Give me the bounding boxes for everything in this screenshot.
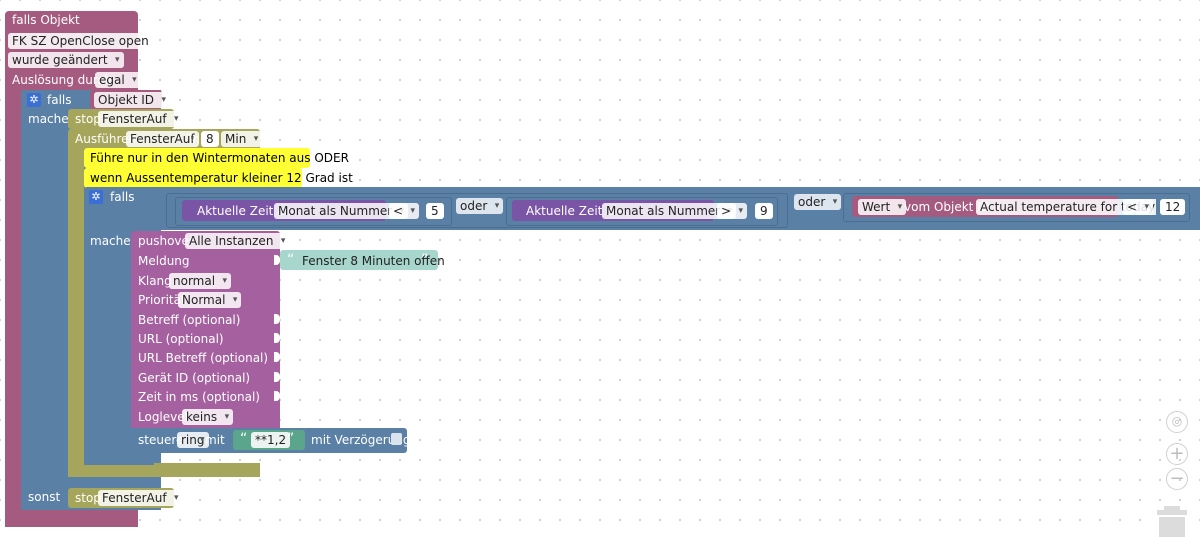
sound-dropdown[interactable]: normal [169,273,232,289]
if-object-label: falls Objekt [12,13,80,27]
device-label: Gerät ID (optional) [138,371,251,385]
timeout-body [68,149,84,463]
timeout-name-dropdown[interactable]: FensterAuf [126,131,199,147]
or-2-dropdown[interactable]: oder [794,194,842,210]
input-socket [274,314,280,324]
do-label: mache [28,112,69,126]
if-label: falls [47,93,72,107]
time-2-label: Aktuelle Zeit als [526,204,624,218]
zoom-out-icon[interactable]: − [1166,468,1188,490]
message-text-field[interactable]: Fenster 8 Minuten offen [302,254,445,268]
trigger-label: Auslösung durch [12,73,112,87]
url-subject-label: URL Betreff (optional) [138,351,269,365]
url-label: URL (optional) [138,332,224,346]
changed-dropdown[interactable]: wurde geändert [8,52,124,68]
timeout-unit-dropdown[interactable]: Min [221,131,263,147]
comment-block-2[interactable] [84,168,302,188]
else-label: sonst [28,490,61,504]
quote-close-icon: ” [287,431,295,447]
if-block-2-body [84,230,131,456]
gear-icon[interactable]: ✲ [89,190,103,204]
pushover-label: pushover [138,234,194,248]
target-icon[interactable]: ◎ [1166,411,1188,433]
stop-label: stop [75,112,101,126]
timeout-value-input[interactable]: 8 [201,131,219,147]
time-1-label: Aktuelle Zeit als [197,204,295,218]
event-block-footer [5,517,138,527]
stop-dropdown[interactable]: FensterAuf [98,111,183,127]
message-text-block[interactable] [280,250,438,270]
quote-open-icon: “ [240,431,248,447]
input-socket [274,352,280,362]
message-label: Meldung [138,254,190,268]
object-id-dropdown[interactable]: Objekt ID [94,92,171,108]
op-3-dropdown[interactable]: < [1123,199,1154,215]
gear-icon[interactable]: ✲ [27,93,41,107]
control-target-dropdown[interactable]: ring [177,432,209,448]
subject-label: Betreff (optional) [138,313,241,327]
control-label: steuere [138,433,184,447]
value-dropdown[interactable]: Wert [858,199,907,215]
stop-2-label: stop [75,491,101,505]
comment-block-1[interactable] [84,148,310,168]
quote-close-icon: ” [421,252,429,268]
loglevel-dropdown[interactable]: keins [182,409,234,425]
zoom-in-icon[interactable]: + [1166,443,1188,465]
timeout-in-label: in [189,132,200,146]
input-socket [274,391,280,401]
num-3-input[interactable]: 12 [1160,199,1186,215]
pushover-instance-dropdown[interactable]: Alle Instanzen [185,233,290,249]
pushover-block[interactable] [131,231,280,428]
or-1-dropdown[interactable]: oder [456,198,504,214]
comment-line-2: wenn Aussentemperatur kleiner 12 Grad is… [90,171,353,185]
timeout-footer [68,463,260,477]
op-2-dropdown[interactable]: > [717,203,748,219]
trigger-dropdown[interactable]: egal [95,72,141,88]
loglevel-label: Loglevel [138,410,188,424]
stop-2-dropdown[interactable]: FensterAuf [98,490,183,506]
comment-line-1: Führe nur in den Wintermonaten aus ODER [90,151,349,165]
control-value-field[interactable]: **1,2 [251,432,291,448]
op-1-dropdown[interactable]: < [389,203,420,219]
num-1-input[interactable]: 5 [426,203,444,219]
do-2-label: mache [90,234,131,248]
time-1-format-dropdown[interactable]: Monat als Nummer [274,203,409,219]
num-2-input[interactable]: 9 [755,203,773,219]
time-ms-label: Zeit in ms (optional) [138,390,260,404]
sound-label: Klang [138,274,172,288]
if-2-label: falls [110,190,135,204]
delay-checkbox[interactable] [391,433,402,445]
priority-label: Priorität [138,293,186,307]
input-socket [274,255,280,265]
object-name-field[interactable]: FK SZ OpenClose open [8,33,153,49]
quote-open-icon: “ [287,252,295,268]
priority-dropdown[interactable]: Normal [178,292,242,308]
control-with-label: mit [205,433,225,447]
delay-label: mit Verzögerung [311,433,411,447]
input-socket [274,333,280,343]
of-object-label: vom Objekt ID [904,200,990,214]
if-block-2-footer [84,453,154,465]
input-socket [274,372,280,382]
trash-icon[interactable] [1155,504,1189,537]
temperature-object-field[interactable]: Actual temperature for today [976,199,1160,215]
timeout-label: Ausführen [75,132,137,146]
